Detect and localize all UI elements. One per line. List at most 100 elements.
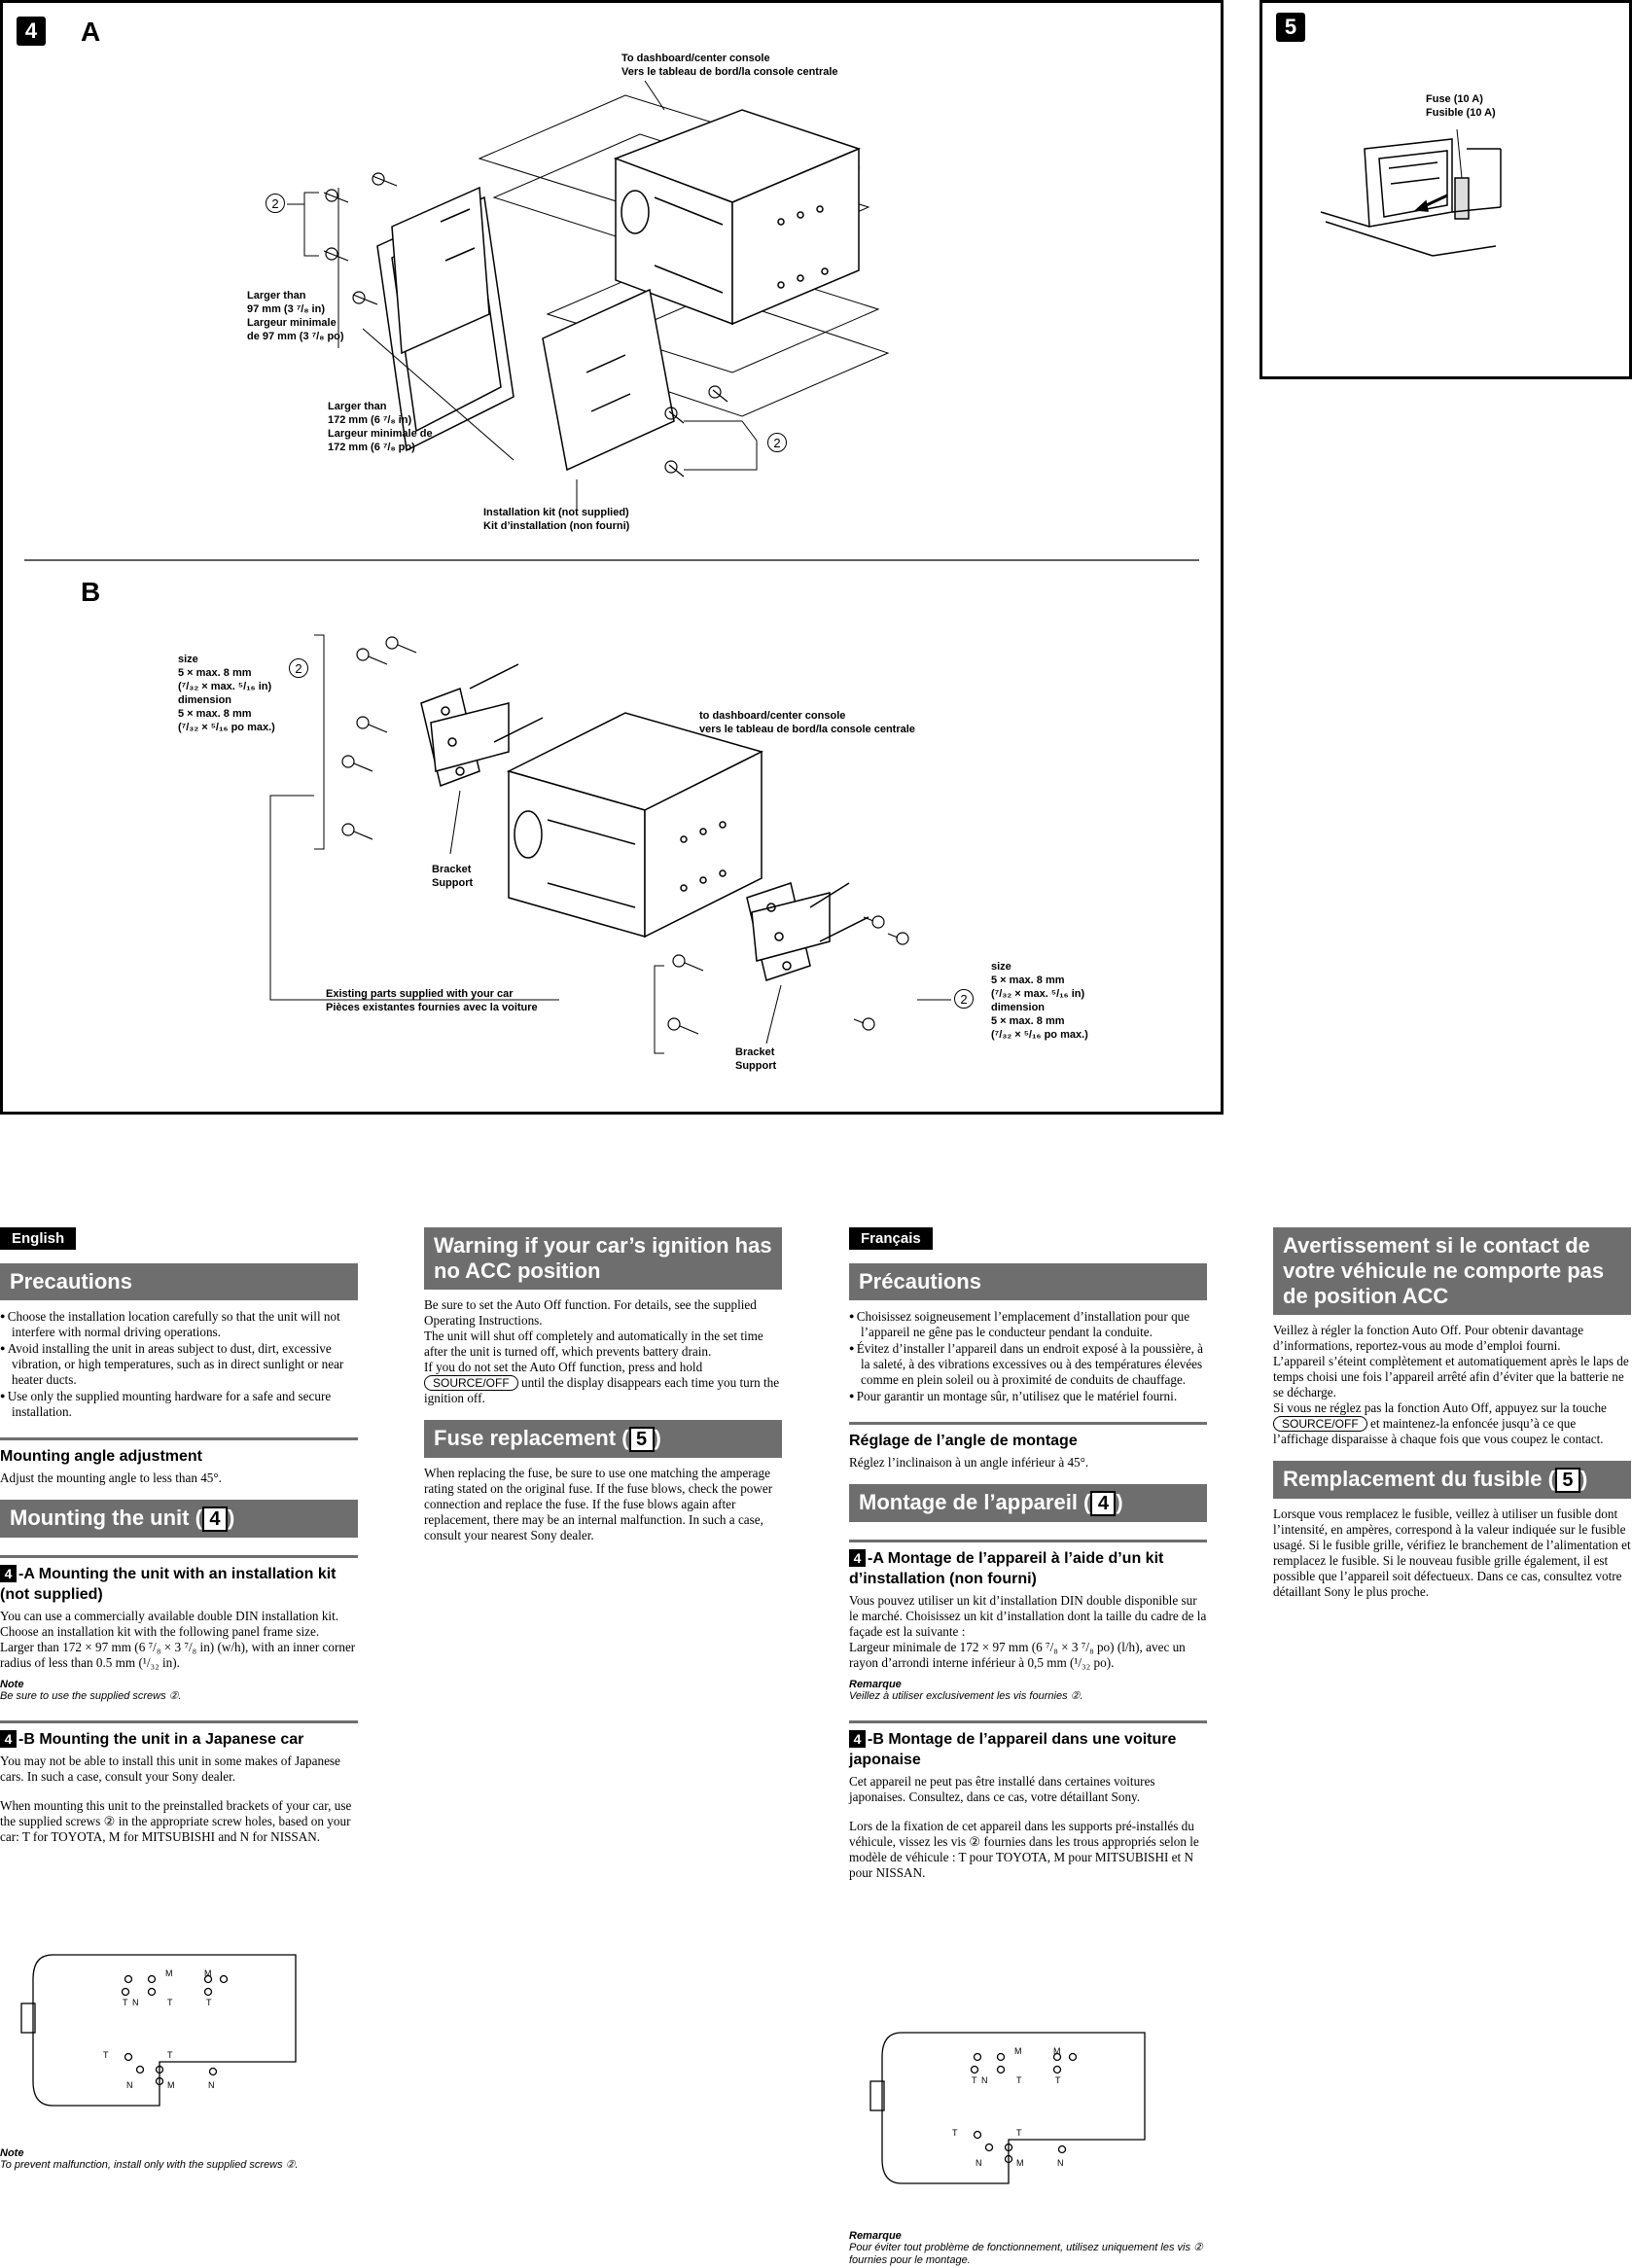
screw-hole-diagram-french: M M T N T T T T N M N: [869, 2032, 1146, 2184]
warning-heading: Warning if your car’s ignition has no AC…: [424, 1227, 782, 1290]
fuse-label: Fuse (10 A) Fusible (10 A): [1426, 93, 1496, 119]
mounting-title: Montage de l’appareil: [859, 1490, 1078, 1514]
list-item: Use only the supplied mounting hardware …: [0, 1388, 358, 1420]
screw-callout-2: 2: [954, 989, 974, 1009]
screw-size-label-left: size 5 × max. 8 mm (⁷/₃₂ × max. ⁵/₁₆ in)…: [178, 654, 275, 733]
dashboard-label-a: To dashboard/center console Vers le tabl…: [621, 53, 838, 78]
french-column-2: Avertissement si le contact de votre véh…: [1273, 1227, 1631, 1600]
note-text: Pour éviter tout problème de fonctionnem…: [849, 2242, 1203, 2266]
mounting-b-heading: 4-B Mounting the unit in a Japanese car: [0, 1720, 358, 1750]
figure-ref-badge: 5: [1554, 1468, 1580, 1494]
hole-label: N: [1057, 2158, 1064, 2168]
bracket-label-right: Bracket Support: [735, 1046, 777, 1072]
source-off-key: SOURCE/OFF: [1273, 1416, 1367, 1432]
fuse-heading: Remplacement du fusible (5): [1273, 1461, 1631, 1500]
fuse-text: When replacing the fuse, be sure to use …: [424, 1466, 773, 1543]
screw-callout-2: 2: [289, 658, 308, 678]
hole-label: M: [1016, 2158, 1024, 2168]
figure-number-badge: 4: [17, 17, 46, 46]
list-item: Choose the installation location careful…: [0, 1308, 358, 1340]
installation-kit-label: Installation kit (not supplied) Kit d’in…: [483, 507, 630, 532]
note-heading: Remarque: [849, 1679, 902, 1691]
mounting-heading: Mounting the unit (4): [0, 1500, 358, 1539]
list-item: Pour garantir un montage sûr, n’utilisez…: [849, 1388, 1207, 1404]
mounting-b-heading: 4-B Montage de l’appareil dans une voitu…: [849, 1720, 1207, 1770]
note-text: Be sure to use the supplied screws ②.: [0, 1690, 182, 1703]
fuse-heading: Fuse replacement (5): [424, 1420, 782, 1459]
fuse-text: Lorsque vous remplacez le fusible, veill…: [1273, 1506, 1631, 1600]
angle-heading: Mounting angle adjustment: [0, 1437, 358, 1467]
mounting-b-title: -B Montage de l’appareil dans une voitur…: [849, 1731, 1177, 1769]
mounting-a-heading: 4-A Montage de l’appareil à l’aide d’un …: [849, 1540, 1207, 1589]
note-text: To prevent malfunction, install only wit…: [0, 2159, 299, 2171]
mounting-title: Mounting the unit: [10, 1506, 190, 1530]
mounting-a-title: -A Montage de l’appareil à l’aide d’un k…: [849, 1550, 1164, 1588]
hole-label: T: [167, 1998, 173, 2007]
mounting-a-title: -A Mounting the unit with an installatio…: [0, 1566, 337, 1604]
language-tag-french: Français: [849, 1227, 933, 1250]
fuse-title: Fuse replacement: [434, 1426, 617, 1450]
angle-text: Adjust the mounting angle to less than 4…: [0, 1471, 222, 1485]
height-dimension-label: Larger than 97 mm (3 ⁷/₈ in) Largeur min…: [247, 290, 344, 342]
figure-ref-badge: 4: [849, 1730, 866, 1749]
precautions-heading: Precautions: [0, 1263, 358, 1300]
screw-callout-2: 2: [266, 194, 285, 213]
existing-parts-label: Existing parts supplied with your car Pi…: [326, 988, 538, 1013]
figure-ref-badge: 4: [0, 1730, 17, 1749]
warning-text-part-2: until the display disappears each time y…: [424, 1375, 780, 1405]
angle-text: Réglez l’inclinaison à un angle inférieu…: [849, 1455, 1089, 1470]
mounting-b-note: Remarque Pour éviter tout problème de fo…: [849, 2222, 1219, 2267]
hole-label: M: [167, 2080, 175, 2090]
list-item: Choisissez soigneusement l’emplacement d…: [849, 1308, 1207, 1340]
hole-label: M: [1014, 2046, 1022, 2056]
warning-text-part-1: Veillez à régler la fonction Auto Off. P…: [1273, 1323, 1629, 1415]
note-text: Veillez à utiliser exclusivement les vis…: [849, 1690, 1083, 1703]
part-a-illustration: [24, 80, 1199, 1054]
screw-size-label-right: size 5 × max. 8 mm (⁷/₃₂ × max. ⁵/₁₆ in)…: [991, 961, 1088, 1041]
list-item: Avoid installing the unit in areas subje…: [0, 1340, 358, 1388]
warning-text-part-1: Be sure to set the Auto Off function. Fo…: [424, 1297, 763, 1374]
language-tag-english: English: [0, 1227, 77, 1250]
hole-label: T: [972, 2075, 977, 2085]
angle-heading: Réglage de l’angle de montage: [849, 1422, 1207, 1451]
figure-ref-badge: 4: [1090, 1491, 1117, 1517]
screw-hole-diagram-english: M M T N T T T T N M N: [20, 1954, 297, 2107]
precautions-list: Choose the installation location careful…: [0, 1308, 358, 1420]
figure-4-installation-diagrams: 4 A: [0, 0, 1224, 1115]
hole-label: T: [1055, 2075, 1061, 2085]
warning-text-part-2: et maintenez-la enfoncée jusqu’à ce que …: [1273, 1416, 1604, 1446]
hole-label: T: [167, 2050, 173, 2060]
mounting-b-note: Note To prevent malfunction, install onl…: [0, 2140, 389, 2172]
hole-label: T: [206, 1998, 212, 2007]
figure-ref-badge: 4: [0, 1565, 17, 1583]
mounting-heading: Montage de l’appareil (4): [849, 1484, 1207, 1523]
list-item: Évitez d’installer l’appareil dans un en…: [849, 1340, 1207, 1388]
screw-callout-2: 2: [767, 433, 787, 452]
hole-label: T: [103, 2050, 109, 2060]
figure-ref-badge: 4: [201, 1506, 228, 1533]
mounting-b-title: -B Mounting the unit in a Japanese car: [18, 1731, 304, 1749]
precautions-heading: Précautions: [849, 1263, 1207, 1300]
fuse-illustration: [1320, 128, 1502, 257]
english-column-2: Warning if your car’s ignition has no AC…: [424, 1227, 782, 1543]
hole-label: T: [952, 2128, 958, 2138]
hole-label: N: [126, 2080, 133, 2090]
dashboard-label-b: to dashboard/center console vers le tabl…: [699, 710, 915, 735]
hole-label: T: [123, 1998, 128, 2007]
part-a-letter: A: [81, 17, 101, 47]
hole-label: M: [1053, 2046, 1061, 2056]
warning-text: Veillez à régler la fonction Auto Off. P…: [1273, 1323, 1631, 1447]
hole-label: T: [1016, 2128, 1022, 2138]
note-heading: Note: [0, 2147, 24, 2159]
hole-label: M: [165, 1968, 173, 1978]
warning-text: Be sure to set the Auto Off function. Fo…: [424, 1297, 782, 1406]
mounting-b-text-1: Cet appareil ne peut pas être installé d…: [849, 1774, 1155, 1805]
hole-label: N: [132, 1998, 139, 2007]
note-heading: Remarque: [849, 2230, 902, 2242]
width-dimension-label: Larger than 172 mm (6 ⁷/₈ in) Largeur mi…: [328, 401, 433, 453]
mounting-b-text-2: Lors de la fixation de cet appareil dans…: [849, 1819, 1199, 1881]
warning-heading: Avertissement si le contact de votre véh…: [1273, 1227, 1631, 1315]
figure-ref-badge: 4: [849, 1549, 866, 1568]
figure-number-badge: 5: [1276, 13, 1305, 42]
hole-label: T: [1016, 2075, 1022, 2085]
